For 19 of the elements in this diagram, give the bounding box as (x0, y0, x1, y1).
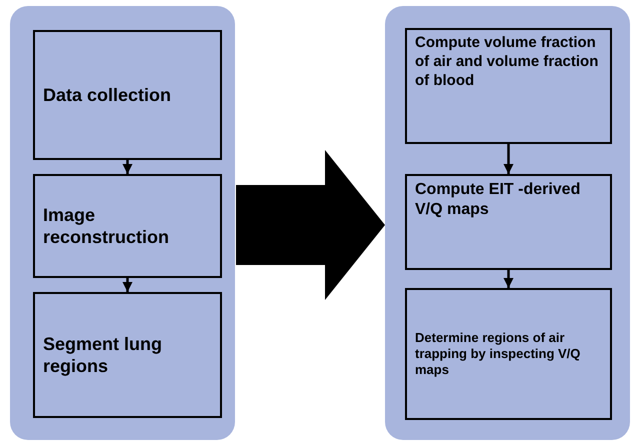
arrow (122, 160, 132, 174)
box-label: Image reconstruction (43, 204, 170, 248)
arrow (504, 144, 514, 174)
process-box (405, 288, 612, 420)
box-label: Determine regions of air trapping by inspecting V/Q maps (415, 330, 582, 378)
panel (385, 6, 630, 440)
box-label: Data collection (43, 84, 172, 106)
process-box (33, 174, 222, 278)
process-box (33, 292, 222, 418)
block-arrow (236, 150, 385, 300)
panel (10, 6, 235, 440)
process-box (33, 30, 222, 160)
arrow (122, 278, 132, 292)
box-label: Compute EIT -derived V/Q maps (415, 180, 582, 220)
box-label: Segment lung regions (43, 332, 164, 378)
process-box (405, 28, 612, 144)
box-label: Compute volume fraction of air and volume fraction of blood (415, 34, 600, 90)
arrow (504, 270, 514, 288)
process-box (405, 174, 612, 270)
